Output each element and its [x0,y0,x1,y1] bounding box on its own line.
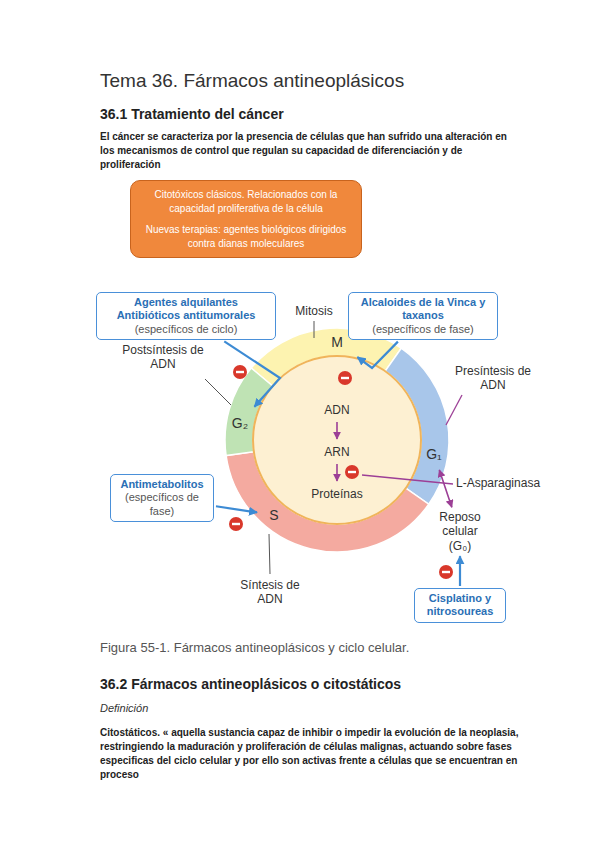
minus-symbol [338,371,352,385]
node-text: M [331,334,343,350]
arrow-connector [336,464,338,481]
arrow-connector [216,506,257,512]
paragraph: Citostáticos. « aquella sustancia capaz … [100,726,520,782]
phase-letter: G₁ [419,440,449,468]
drug-callout: Alcaloides de la Vinca y taxanos(específ… [348,292,498,340]
drug-callout: Antimetabolitos(específicos de fase) [110,474,214,522]
node-subtext: Nuevas terapias: agentes biológicos diri… [140,223,352,250]
drug-label: L-Asparaginasa [456,476,540,490]
phase-label: Presíntesis de ADN [452,364,534,393]
molecule-label: Proteínas [300,484,374,504]
phase-letter: S [260,501,288,529]
minus-symbol [233,365,247,379]
phase-label: Síntesis de ADN [238,578,302,607]
minus-symbol [345,465,359,479]
paragraph: El cáncer se caracteriza por la presenci… [100,130,520,172]
leader-line [314,321,315,338]
drug-callout: Agentes alquilantes Antibióticos antitum… [96,292,276,340]
leader-lines [205,321,462,574]
molecule-label: ADN [307,400,367,420]
node-text: Reposo celular (G₀) [432,510,488,553]
arrow-connector [459,556,461,586]
cell-cycle-ring [225,328,449,552]
leader-line [362,475,453,484]
arrow-connector [336,422,338,439]
node-subtext: (específicos de fase) [353,323,493,336]
node-text: Antimetabolitos [115,478,209,491]
figure-caption: Figura 55-1. Fármacos antineoplásicos y … [100,640,409,655]
leader-line [205,379,231,405]
rest-phase: Reposo celular (G₀) [432,510,488,553]
arrow-connector [357,342,397,368]
info-box: Citotóxicos clásicos. Relacionados con l… [130,180,362,258]
leader-line [446,395,462,425]
node-text: Proteínas [311,487,362,501]
section-heading: 36.2 Fármacos antineoplásicos o citostát… [100,676,401,692]
node-text: G₂ [232,415,248,431]
molecule-label: ARN [307,442,367,462]
phase-label: Mitosis [284,304,344,318]
minus-symbol [439,565,453,579]
leader-line [269,534,270,574]
minus-symbol [229,517,243,531]
node-text: ARN [324,445,349,459]
node-text: Cisplatino y nitrosoureas [419,592,501,619]
node-text: S [269,507,278,523]
arrow-connector [224,341,280,406]
node-text: Citotóxicos clásicos. Relacionados con l… [140,188,352,215]
page-title: Tema 36. Fármacos antineoplásicos [100,70,404,92]
node-subtext: (específicos de ciclo) [101,323,271,336]
node-text: ADN [324,403,349,417]
subheading: Definición [100,702,148,714]
arrow-connector [439,470,451,507]
node-text: Agentes alquilantes Antibióticos antitum… [101,296,271,323]
section-heading: 36.1 Tratamiento del cáncer [100,106,284,122]
phase-label: Postsíntesis de ADN [120,343,206,372]
node-text: Alcaloides de la Vinca y taxanos [353,296,493,323]
node-text: G₁ [426,446,442,462]
drug-callout: Cisplatino y nitrosoureas [414,588,506,623]
node-subtext: (específicos de fase) [115,491,209,518]
phase-letter: G₂ [225,409,255,437]
